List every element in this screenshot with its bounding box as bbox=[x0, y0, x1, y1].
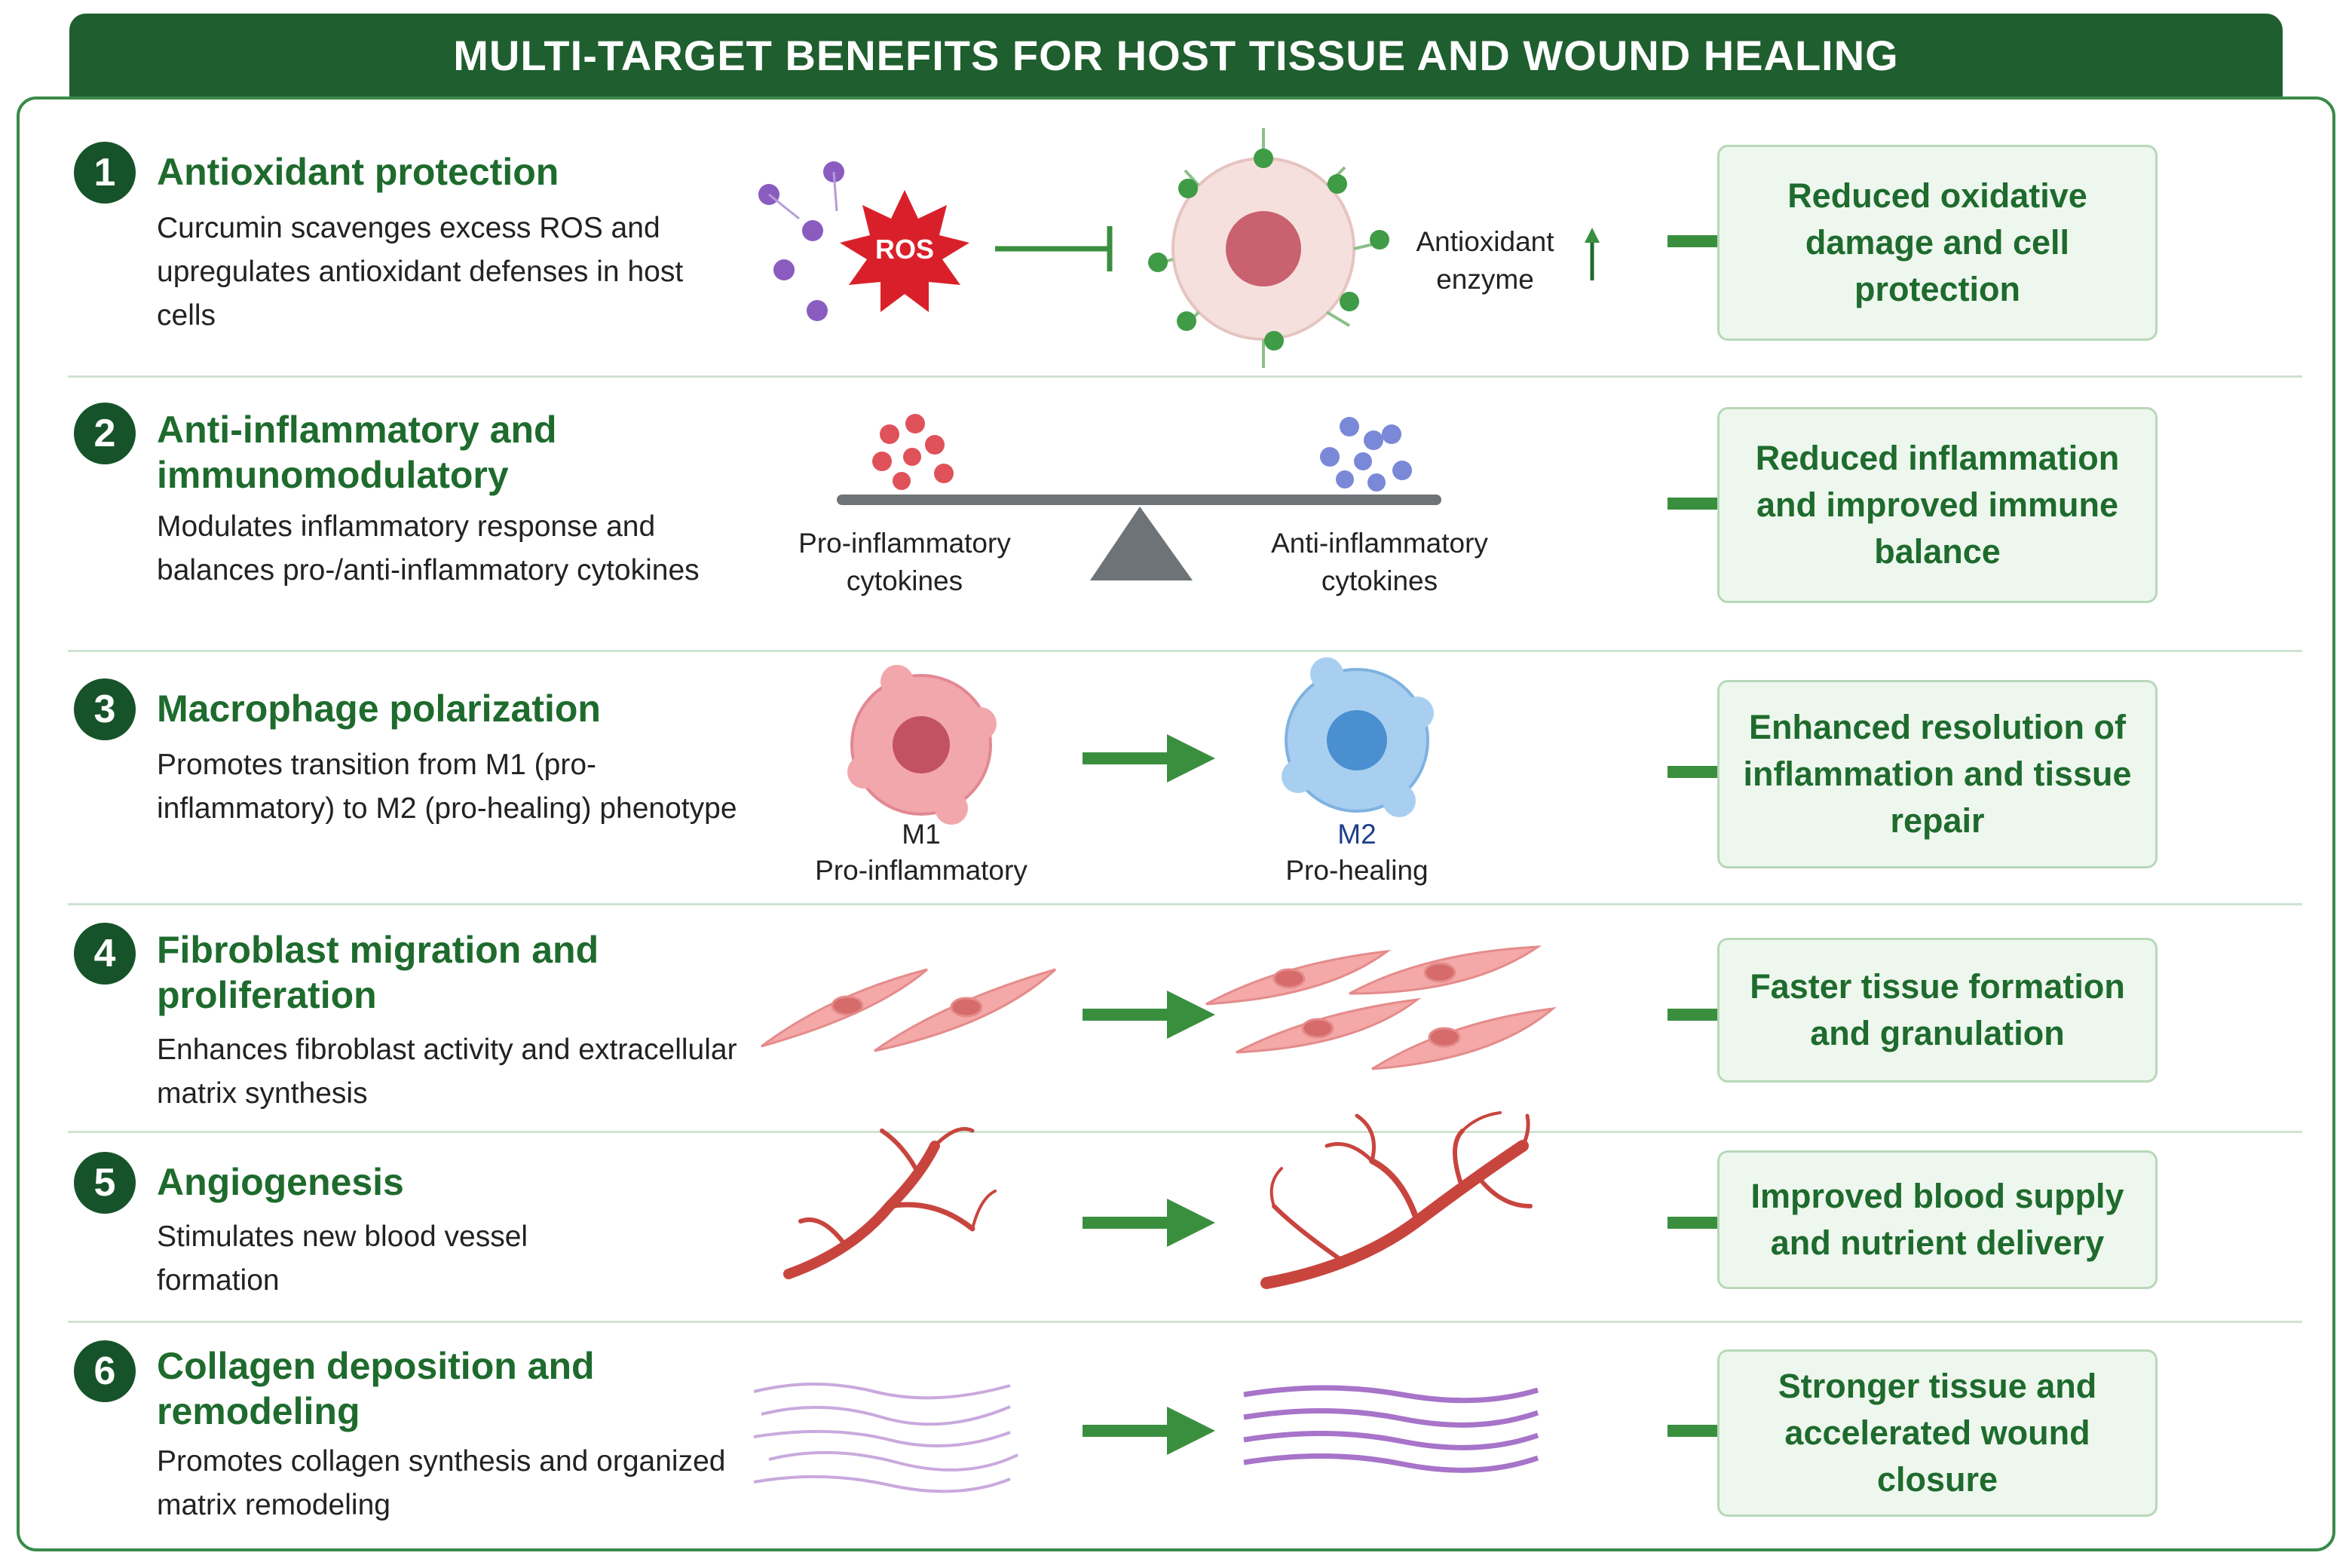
step-number: 3 bbox=[74, 678, 136, 740]
row-title: Collagen deposition and remodeling bbox=[157, 1345, 595, 1432]
anti-inflammatory-cytokines-label: Anti-inflammatory cytokines bbox=[1271, 528, 1488, 596]
benefit-row-5: 5 Angiogenesis Stimulates new blood vess… bbox=[68, 1150, 2302, 1316]
row-description: Promotes collagen synthesis and organize… bbox=[157, 1445, 726, 1521]
row-divider bbox=[68, 903, 2302, 905]
m2-macrophage-icon bbox=[1282, 657, 1434, 817]
outcome-text: Improved blood supply and nutrient deliv… bbox=[1750, 1177, 2124, 1262]
outcome-text: Reduced oxidative damage and cell protec… bbox=[1787, 176, 2087, 308]
benefit-row-3: 3 Macrophage polarization Promotes trans… bbox=[68, 677, 2302, 896]
outcome-box: Reduced oxidative damage and cell protec… bbox=[1717, 145, 2158, 341]
benefit-row-1: 1 Antioxidant protection Curcumin scaven… bbox=[68, 140, 2302, 366]
fibroblast-before-icon bbox=[761, 968, 1057, 1052]
row-divider bbox=[68, 1131, 2302, 1133]
row-description: Stimulates new blood vessel formation bbox=[157, 1220, 528, 1297]
m2-sub-label: Pro-healing bbox=[1285, 855, 1429, 886]
row-title: Angiogenesis bbox=[157, 1161, 404, 1203]
row-divider bbox=[68, 1321, 2302, 1323]
outcome-box: Reduced inflammation and improved immune… bbox=[1717, 407, 2158, 603]
outcome-box: Improved blood supply and nutrient deliv… bbox=[1717, 1150, 2158, 1289]
header-banner: MULTI-TARGET BENEFITS FOR HOST TISSUE AN… bbox=[69, 14, 2283, 96]
cytokine-balance-illustration bbox=[837, 414, 1441, 580]
outcome-box: Faster tissue formation and granulation bbox=[1717, 938, 2158, 1083]
step-number: 4 bbox=[74, 923, 136, 985]
outcome-text: Enhanced resolution of inflammation and … bbox=[1743, 708, 2132, 840]
benefit-row-4: 4 Fibroblast migration and proliferation… bbox=[68, 921, 2302, 1125]
m1-label: M1 bbox=[902, 819, 941, 850]
row-divider bbox=[68, 375, 2302, 378]
outcome-text: Reduced inflammation and improved immune… bbox=[1755, 439, 2120, 571]
host-cell-icon bbox=[1148, 128, 1600, 368]
vessel-before-icon bbox=[783, 1127, 997, 1279]
m2-label: M2 bbox=[1337, 819, 1377, 850]
row-description: Promotes transition from M1 (pro-inflamm… bbox=[157, 749, 737, 825]
benefit-row-2: 2 Anti-inflammatory and immunomodulatory… bbox=[68, 401, 2302, 642]
pro-inflammatory-cytokines-label: Pro-inflammatory cytokines bbox=[798, 528, 1011, 596]
step-number: 5 bbox=[74, 1152, 136, 1214]
ros-illustration bbox=[758, 161, 1113, 321]
step-number: 2 bbox=[74, 403, 136, 464]
fibroblast-after-icon bbox=[1205, 945, 1557, 1070]
row-title: Antioxidant protection bbox=[157, 151, 559, 193]
row-description: Enhances fibroblast activity and extrace… bbox=[157, 1034, 737, 1110]
m1-macrophage-icon bbox=[847, 665, 997, 825]
row-description: Modulates inflammatory response and bala… bbox=[157, 510, 700, 586]
outcome-box: Enhanced resolution of inflammation and … bbox=[1717, 680, 2158, 868]
ros-label: ROS bbox=[874, 234, 934, 265]
collagen-after-icon bbox=[1243, 1385, 1539, 1473]
antioxidant-enzyme-label: Antioxidant enzyme bbox=[1416, 226, 1554, 295]
outcome-box: Stronger tissue and accelerated wound cl… bbox=[1717, 1349, 2158, 1517]
collagen-before-icon bbox=[753, 1383, 1018, 1493]
benefit-row-6: 6 Collagen deposition and remodeling Pro… bbox=[68, 1339, 2302, 1542]
m1-sub-label: Pro-inflammatory bbox=[815, 855, 1027, 886]
outcome-text: Faster tissue formation and granulation bbox=[1750, 967, 2125, 1052]
page-title: MULTI-TARGET BENEFITS FOR HOST TISSUE AN… bbox=[453, 31, 1899, 79]
row-title: Fibroblast migration and proliferation bbox=[157, 929, 599, 1016]
outcome-text: Stronger tissue and accelerated wound cl… bbox=[1778, 1367, 2097, 1499]
vessel-after-icon bbox=[1260, 1111, 1533, 1289]
ros-burst-icon bbox=[840, 190, 969, 312]
row-title: Anti-inflammatory and immunomodulatory bbox=[157, 409, 557, 496]
row-title: Macrophage polarization bbox=[157, 688, 601, 730]
step-number: 6 bbox=[74, 1340, 136, 1402]
row-description: Curcumin scavenges excess ROS and upregu… bbox=[157, 212, 684, 332]
step-number: 1 bbox=[74, 142, 136, 204]
row-divider bbox=[68, 650, 2302, 652]
